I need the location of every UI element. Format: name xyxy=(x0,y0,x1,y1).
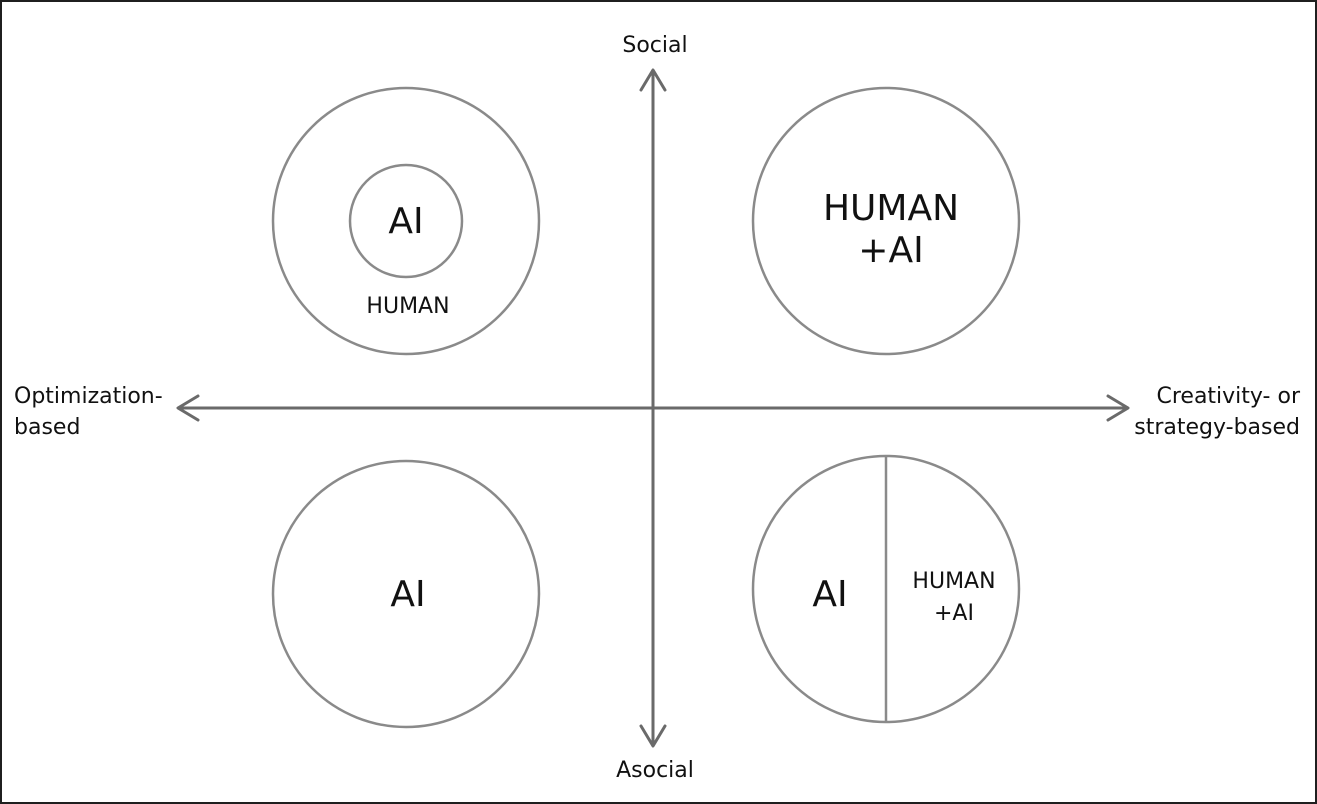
bottom-right-human-line2: +AI xyxy=(934,601,974,626)
social-arrowhead xyxy=(639,68,667,92)
top-left-outer-circle xyxy=(271,86,541,356)
axis-label-social: Social xyxy=(622,33,687,58)
axis-label-optimization-line2: based xyxy=(14,415,80,440)
bottom-left-ai-label: AI xyxy=(390,574,425,615)
top-left-ai-label: AI xyxy=(388,201,423,242)
bottom-right-human-line1: HUMAN xyxy=(912,569,995,594)
top-right-label-line2: +AI xyxy=(858,230,923,271)
creativity-arrowhead xyxy=(1106,394,1130,422)
bottom-left-circle xyxy=(271,459,541,729)
axis-label-creativity-line1: Creativity- or xyxy=(1156,384,1300,409)
optimization-arrowhead xyxy=(176,394,200,422)
top-left-inner-circle xyxy=(348,163,464,279)
top-left-human-label: HUMAN xyxy=(366,294,449,319)
top-right-label-line1: HUMAN xyxy=(823,188,959,229)
axis-label-optimization-line1: Optimization- xyxy=(14,384,163,409)
asocial-arrowhead xyxy=(639,724,667,748)
axis-label-creativity-line2: strategy-based xyxy=(1134,415,1300,440)
axis-label-asocial: Asocial xyxy=(616,758,694,783)
bottom-right-ai-label: AI xyxy=(812,574,847,615)
top-right-circle xyxy=(751,86,1021,356)
